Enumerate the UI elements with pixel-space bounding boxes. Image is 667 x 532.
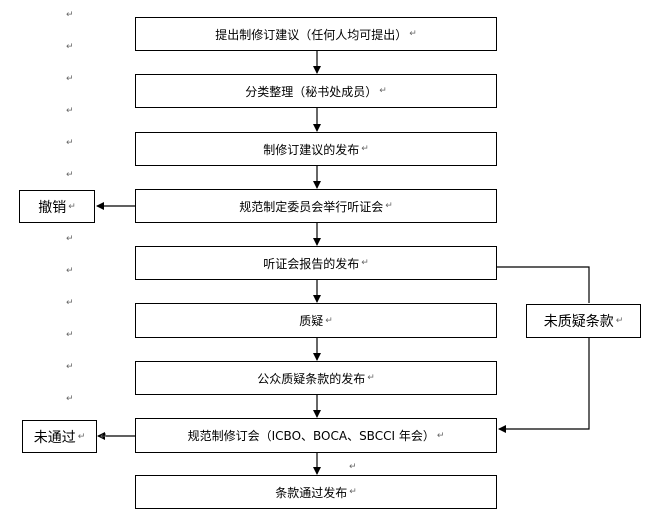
step-label: 条款通过发布 [275,485,348,500]
paragraph-mark: ↵ [409,29,417,39]
paragraph-mark: ↵ [66,170,74,180]
paragraph-mark: ↵ [66,298,74,308]
step-publish-proposal: 制修订建议的发布↵ [135,132,497,166]
step-label: 规范制定委员会举行听证会 [239,199,384,214]
paragraph-mark: ↵ [349,487,357,497]
step-label: 制修订建议的发布 [263,142,360,157]
no-objection-line-top [497,266,590,303]
not-passed-label: 未通过 [33,429,76,446]
no-objection-box: 未质疑条款↵ [526,304,641,338]
step-label: 分类整理（秘书处成员） [245,84,378,99]
paragraph-mark: ↵ [66,330,74,340]
no-objection-label: 未质疑条款 [543,314,614,330]
cancel-box: 撤销↵ [19,190,95,223]
paragraph-mark: ↵ [361,258,369,268]
step-hearing-report: 听证会报告的发布↵ [135,246,497,280]
not-passed-box: 未通过↵ [22,420,97,453]
step-challenge: 质疑↵ [135,303,497,338]
step-label: 规范制修订会（ICBO、BOCA、SBCCI 年会） [187,429,435,443]
paragraph-mark: ↵ [77,431,86,442]
paragraph-mark: ↵ [100,432,108,442]
step-label: 公众质疑条款的发布 [257,371,366,386]
paragraph-mark: ↵ [66,234,74,244]
no-objection-line-bottom [498,338,590,433]
step-label: 质疑 [299,314,324,328]
paragraph-mark: ↵ [349,462,357,472]
paragraph-mark: ↵ [68,201,76,212]
step-propose: 提出制修订建议（任何人均可提出）↵ [135,17,497,51]
paragraph-mark: ↵ [379,86,387,96]
cancel-label: 撤销 [38,199,67,216]
step-classify: 分类整理（秘书处成员）↵ [135,74,497,108]
step-label: 听证会报告的发布 [263,256,360,271]
paragraph-mark: ↵ [66,266,74,276]
step-final-publish: 条款通过发布↵ [135,475,497,509]
paragraph-mark: ↵ [325,315,333,326]
paragraph-mark: ↵ [361,144,369,154]
step-label: 提出制修订建议（任何人均可提出） [215,27,408,42]
paragraph-mark: ↵ [66,10,74,20]
paragraph-mark: ↵ [66,362,74,372]
paragraph-mark: ↵ [615,316,624,326]
paragraph-mark: ↵ [436,430,445,441]
paragraph-mark: ↵ [66,394,74,404]
paragraph-mark: ↵ [367,373,375,383]
paragraph-mark: ↵ [66,74,74,84]
paragraph-mark: ↵ [66,106,74,116]
step-hearing: 规范制定委员会举行听证会↵ [135,189,497,223]
paragraph-mark: ↵ [385,201,393,211]
step-revision-meeting: 规范制修订会（ICBO、BOCA、SBCCI 年会）↵ [135,418,497,453]
step-publish-challenges: 公众质疑条款的发布↵ [135,361,497,395]
paragraph-mark: ↵ [66,138,74,148]
paragraph-mark: ↵ [66,42,74,52]
